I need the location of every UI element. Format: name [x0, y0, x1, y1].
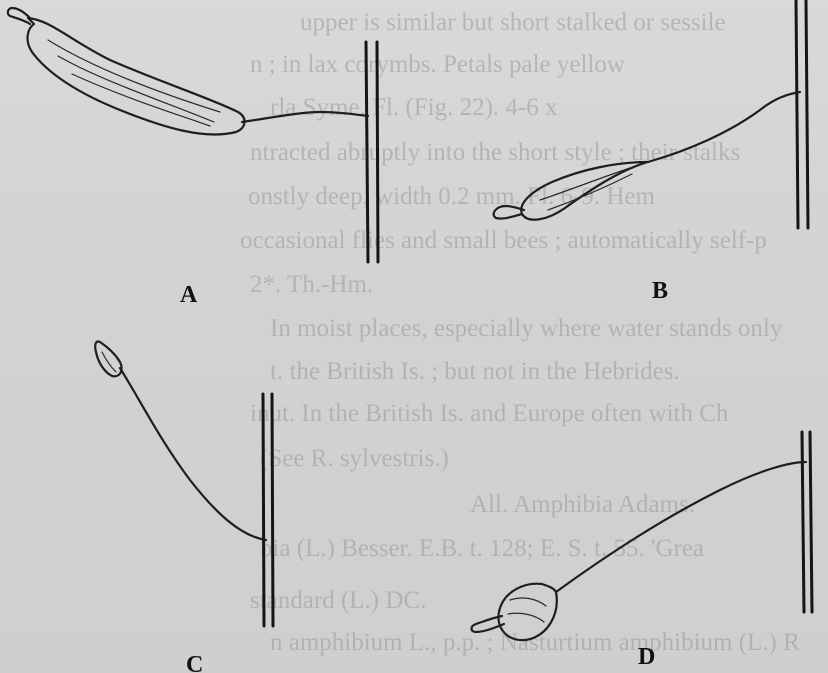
panel-c-label: C	[186, 652, 203, 673]
panel-d-fruit-shading	[508, 598, 546, 622]
panel-b-stem	[806, 0, 808, 228]
panel-d-stem	[802, 432, 804, 612]
panel-c-stem	[272, 394, 273, 626]
panel-c-pedicel	[120, 368, 266, 540]
bg-line: In moist places, especially where water …	[270, 315, 783, 342]
panel-b-label: B	[652, 278, 668, 304]
bg-line: upper is similar but short stalked or se…	[300, 9, 726, 36]
panel-b-stem	[796, 0, 798, 228]
panel-a-stem	[366, 42, 368, 262]
background-text: upper is similar but short stalked or se…	[240, 9, 800, 656]
bg-line: rla Syme. Fl. (Fig. 22). 4-6 x	[270, 94, 558, 121]
bg-line: occasional flies and small bees ; automa…	[240, 227, 767, 254]
panel-a-label: A	[180, 282, 198, 308]
bg-line: t. the British Is. ; but not in the Hebr…	[270, 358, 680, 385]
bg-line: bia (L.) Besser. E.B. t. 128; E. S. t. 5…	[260, 535, 704, 562]
panel-d-label: D	[638, 644, 655, 670]
panel-a-fruit	[28, 18, 245, 135]
panel-c-drawing: C	[95, 341, 273, 673]
bg-line: 2*. Th.-Hm.	[250, 271, 373, 298]
panel-c-fruit	[95, 341, 121, 376]
panel-a-beak	[8, 8, 30, 24]
bg-line: standard (L.) DC.	[250, 587, 426, 614]
panel-a-stem	[377, 42, 378, 262]
bg-line: ntracted abruptly into the short style ;…	[250, 139, 740, 166]
panel-d-stem	[810, 432, 812, 612]
bg-line: (See R. sylvestris.)	[260, 445, 449, 472]
panel-c-stem	[263, 394, 264, 626]
bg-line: n amphibium L., p.p. ; Nasturtium amphib…	[270, 629, 800, 656]
bg-line: All. Amphibia Adams.	[470, 491, 695, 518]
bg-line: inut. In the British Is. and Europe ofte…	[250, 400, 729, 427]
panel-a-fruit-shading	[48, 40, 220, 126]
bg-line: n ; in lax corymbs. Petals pale yellow	[250, 51, 625, 78]
panel-d-pedicel	[556, 462, 806, 592]
